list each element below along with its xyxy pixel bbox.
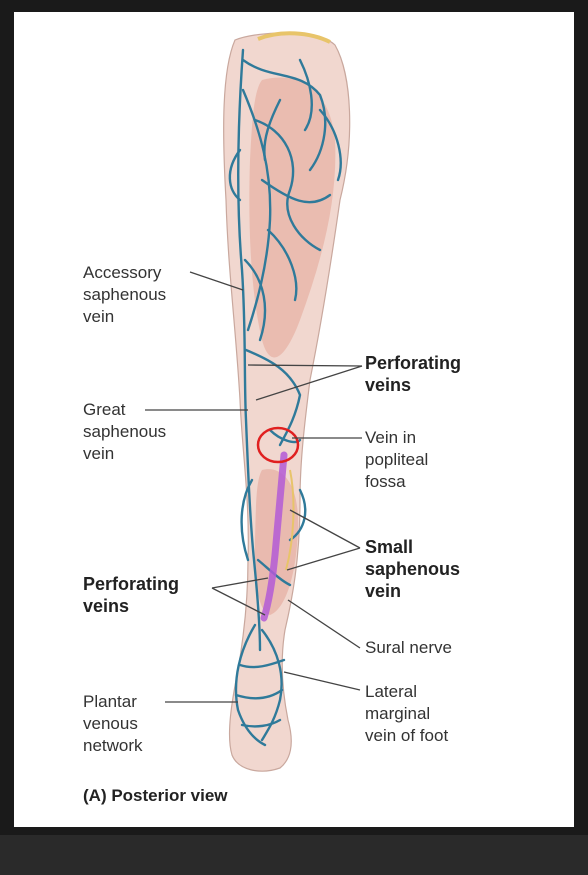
leader-perforating-lower-b [211,587,266,616]
figure-caption: (A) Posterior view [83,786,228,805]
label-lateral-marginal-vein: Lateral marginal vein of foot [365,682,449,745]
label-accessory-saphenous-vein: Accessory saphenous vein [83,263,167,326]
foot-network-1 [234,623,267,747]
bottom-bar [0,835,588,875]
leader-accessory [189,271,244,291]
thigh-branch-1 [241,58,327,172]
thigh-muscle-shading [249,77,336,358]
thigh-branch-3 [298,58,313,132]
thigh-branch-6 [228,148,242,202]
knee-highlight [257,31,331,44]
thigh-branch-2 [253,118,322,252]
foot-network-2 [260,628,283,742]
leader-small-b [286,547,361,571]
calf-branch-3 [288,488,307,542]
thigh-branch-8 [263,98,282,162]
small-saphenous-highlight [260,451,288,622]
great-saphenous-trunk [237,48,262,652]
accessory-saphenous-branch [241,88,272,332]
annotation-circle [256,426,300,464]
label-great-saphenous-vein: Great saphenous vein [83,400,167,463]
leader-perforating-lower-a [211,577,269,589]
label-perforating-veins-upper: Perforating veins [365,353,462,395]
label-small-saphenous-vein: Small saphenous vein [365,537,461,601]
leader-perforating-upper-b [255,365,363,401]
foot-network-3 [238,658,286,669]
leader-sural [287,599,361,649]
leader-perforating-upper-a [247,364,363,367]
thigh-branch-5 [266,228,298,302]
knee-branch [244,348,302,447]
thigh-branch-4 [260,178,332,204]
label-vein-in-popliteal-fossa: Vein in popliteal fossa [365,428,429,491]
foot-network-5 [240,718,282,728]
thigh-branch-7 [318,108,342,182]
foot-network-4 [234,688,284,700]
leader-lateral [283,671,361,691]
leader-lines [145,271,363,703]
vein-network [228,48,342,747]
label-sural-nerve: Sural nerve [365,638,452,657]
leader-small-a [289,509,361,549]
thigh-branch-9 [243,258,267,342]
label-perforating-veins-lower: Perforating veins [83,574,180,616]
label-plantar-venous-network: Plantar venous network [83,692,143,755]
calf-branch-1 [240,478,254,562]
sural-nerve-line [285,469,295,571]
